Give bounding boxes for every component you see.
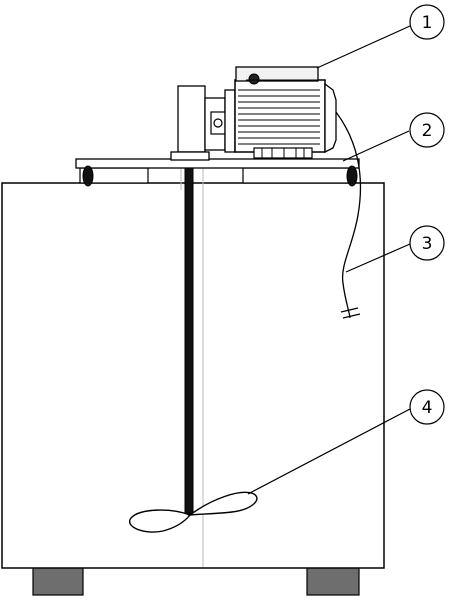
electric-motor bbox=[224, 66, 337, 159]
callout-4-label: 4 bbox=[422, 398, 433, 418]
callout-2-label: 2 bbox=[422, 121, 433, 141]
motor-cooling-fins bbox=[238, 89, 320, 145]
clamp-left bbox=[82, 165, 94, 187]
power-cable bbox=[335, 111, 362, 319]
leader-line-2 bbox=[342, 130, 410, 162]
callout-1: 1 bbox=[409, 4, 445, 40]
callout-2: 2 bbox=[409, 112, 445, 148]
motor-flange bbox=[224, 89, 236, 153]
coupling-bolt bbox=[213, 118, 223, 128]
impeller-blade-left bbox=[128, 509, 192, 533]
motor-eyebolt bbox=[248, 73, 260, 85]
motor-terminal-box bbox=[235, 66, 319, 82]
cable-end-mark bbox=[340, 307, 361, 319]
mounting-plate bbox=[75, 158, 360, 169]
motor-foot bbox=[253, 147, 313, 159]
callout-1-label: 1 bbox=[422, 13, 433, 33]
callout-4: 4 bbox=[409, 389, 445, 425]
bearing-housing bbox=[177, 85, 206, 153]
callout-3: 3 bbox=[409, 225, 445, 261]
clamp-right bbox=[346, 165, 358, 187]
callout-3-label: 3 bbox=[422, 234, 433, 254]
tank-foot-right bbox=[306, 566, 360, 596]
leader-line-4 bbox=[247, 408, 411, 495]
tank-foot-left bbox=[32, 566, 84, 596]
stirring-shaft bbox=[184, 167, 194, 515]
impeller-blade-right bbox=[187, 491, 258, 516]
lid-pad-right bbox=[242, 167, 354, 184]
leader-line-1 bbox=[316, 25, 411, 69]
coupling-base bbox=[170, 151, 210, 161]
motor-fan-cover bbox=[324, 82, 337, 154]
motor-body bbox=[234, 79, 326, 153]
leader-line-3 bbox=[345, 243, 411, 273]
